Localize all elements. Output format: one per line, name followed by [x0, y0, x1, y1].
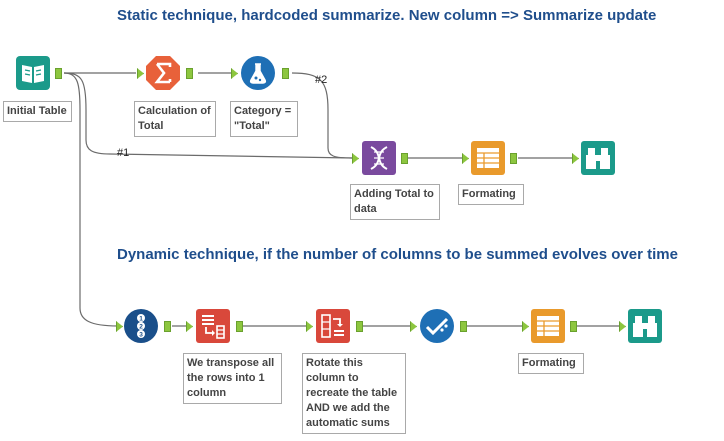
summarize-tool[interactable] — [146, 56, 180, 90]
connection-input-union — [63, 72, 353, 159]
summarize-output-anchor[interactable] — [186, 68, 193, 79]
browse-tool-1[interactable] — [581, 141, 615, 175]
union-tool-label: Adding Total to data — [350, 184, 440, 220]
numbered-list-icon: 1 2 3 — [124, 309, 158, 343]
select-output-anchor[interactable] — [460, 321, 467, 332]
table-tool-1-label: Formating — [458, 184, 524, 205]
table2-output-anchor[interactable] — [570, 321, 577, 332]
union-output-anchor[interactable] — [401, 153, 408, 164]
transpose-icon — [196, 309, 230, 343]
binoculars-icon — [581, 141, 615, 175]
crosstab-icon — [316, 309, 350, 343]
binoculars-icon — [628, 309, 662, 343]
dna-union-icon — [362, 141, 396, 175]
table1-output-anchor[interactable] — [510, 153, 517, 164]
crosstab-output-anchor[interactable] — [356, 321, 363, 332]
connection-input-recordid — [63, 72, 119, 327]
connection-formula-union — [291, 72, 353, 159]
transpose-tool[interactable] — [196, 309, 230, 343]
book-input-icon — [16, 56, 50, 90]
formula-tool[interactable] — [241, 56, 275, 90]
recordid-output-anchor[interactable] — [164, 321, 171, 332]
formula-output-anchor[interactable] — [282, 68, 289, 79]
input-tool[interactable] — [16, 56, 50, 90]
input-tool-label: Initial Table — [3, 101, 72, 122]
record-id-tool[interactable]: 1 2 3 — [124, 309, 158, 343]
table-icon — [531, 309, 565, 343]
summarize-tool-label: Calculation of Total — [134, 101, 216, 137]
svg-text:2: 2 — [139, 324, 143, 331]
table-tool-2[interactable] — [531, 309, 565, 343]
browse-tool-2[interactable] — [628, 309, 662, 343]
formula-tool-label: Category = "Total" — [230, 101, 298, 137]
transpose-tool-label: We transpose all the rows into 1 column — [183, 353, 282, 404]
input-output-anchor[interactable] — [55, 68, 62, 79]
transpose-output-anchor[interactable] — [236, 321, 243, 332]
svg-text:3: 3 — [139, 332, 143, 339]
table-tool-2-label: Formating — [518, 353, 584, 374]
static-technique-title: Static technique, hardcoded summarize. N… — [117, 7, 657, 24]
svg-text:1: 1 — [139, 316, 143, 323]
table-icon — [471, 141, 505, 175]
connection-label-one: #1 — [117, 147, 130, 159]
crosstab-tool[interactable] — [316, 309, 350, 343]
flask-icon — [241, 56, 275, 90]
check-select-icon — [420, 309, 454, 343]
union-tool[interactable] — [362, 141, 396, 175]
crosstab-tool-label: Rotate this column to recreate the table… — [302, 353, 406, 434]
dynamic-technique-title: Dynamic technique, if the number of colu… — [117, 246, 678, 263]
table-tool-1[interactable] — [471, 141, 505, 175]
select-tool[interactable] — [420, 309, 454, 343]
connection-label-two: #2 — [315, 74, 328, 86]
sigma-icon — [146, 56, 180, 90]
